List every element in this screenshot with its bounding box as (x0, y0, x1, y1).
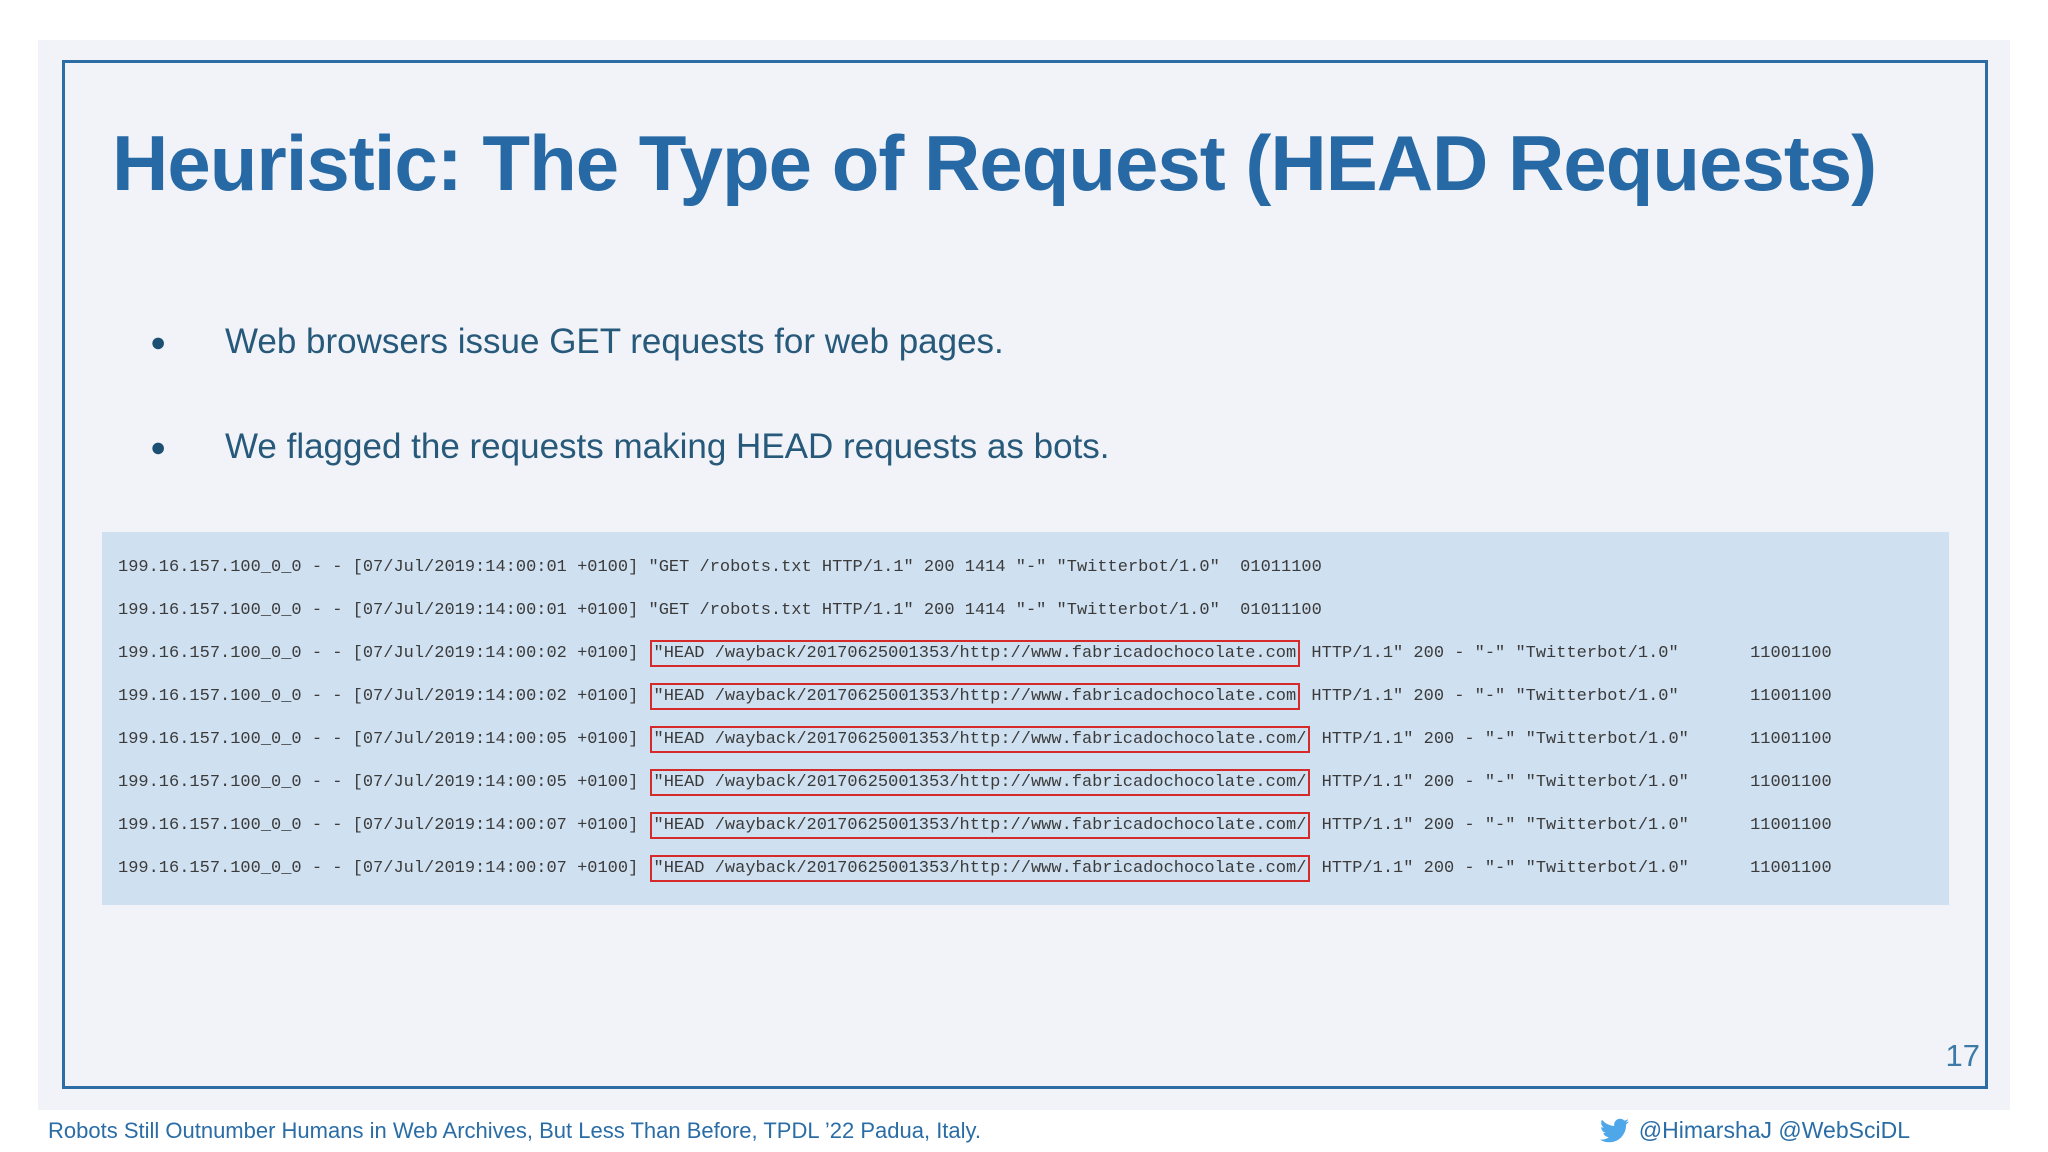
log-line-text: 199.16.157.100_0_0 - - [07/Jul/2019:14:0… (118, 859, 649, 878)
log-highlighted-head-request: "HEAD /wayback/20170625001353/http://www… (649, 812, 1311, 839)
log-box: 199.16.157.100_0_0 - - [07/Jul/2019:14:0… (102, 532, 1949, 905)
log-line-text: HTTP/1.1" 200 - "-" "Twitterbot/1.0" 110… (1311, 730, 1832, 749)
slide-border (62, 60, 1988, 1089)
log-highlighted-head-request: "HEAD /wayback/20170625001353/http://www… (649, 683, 1301, 710)
log-line: 199.16.157.100_0_0 - - [07/Jul/2019:14:0… (118, 589, 1949, 632)
footer-social: @HimarshaJ @WebSciDL (1599, 1116, 1910, 1145)
twitter-bird-icon (1599, 1116, 1629, 1145)
log-highlighted-head-request: "HEAD /wayback/20170625001353/http://www… (649, 640, 1301, 667)
log-line: 199.16.157.100_0_0 - - [07/Jul/2019:14:0… (118, 675, 1949, 718)
log-line-text: 199.16.157.100_0_0 - - [07/Jul/2019:14:0… (118, 816, 649, 835)
log-line-text: HTTP/1.1" 200 - "-" "Twitterbot/1.0" 110… (1311, 816, 1832, 835)
bullet-icon: ● (150, 326, 167, 357)
log-line-text: 199.16.157.100_0_0 - - [07/Jul/2019:14:0… (118, 558, 1322, 577)
log-line: 199.16.157.100_0_0 - - [07/Jul/2019:14:0… (118, 847, 1949, 890)
bullet-item: ● We flagged the requests making HEAD re… (150, 427, 1110, 467)
log-highlighted-head-request: "HEAD /wayback/20170625001353/http://www… (649, 855, 1311, 882)
bullet-text: Web browsers issue GET requests for web … (225, 322, 1004, 361)
footer: Robots Still Outnumber Humans in Web Arc… (0, 1112, 2048, 1152)
footer-citation: Robots Still Outnumber Humans in Web Arc… (48, 1118, 982, 1143)
bullet-item: ● Web browsers issue GET requests for we… (150, 322, 1004, 362)
log-line-text: HTTP/1.1" 200 - "-" "Twitterbot/1.0" 110… (1301, 687, 1832, 706)
log-line-text: 199.16.157.100_0_0 - - [07/Jul/2019:14:0… (118, 773, 649, 792)
log-line: 199.16.157.100_0_0 - - [07/Jul/2019:14:0… (118, 761, 1949, 804)
log-highlighted-head-request: "HEAD /wayback/20170625001353/http://www… (649, 726, 1311, 753)
log-line-text: HTTP/1.1" 200 - "-" "Twitterbot/1.0" 110… (1311, 773, 1832, 792)
log-line-text: HTTP/1.1" 200 - "-" "Twitterbot/1.0" 110… (1311, 859, 1832, 878)
log-line-text: 199.16.157.100_0_0 - - [07/Jul/2019:14:0… (118, 644, 649, 663)
bullet-text: We flagged the requests making HEAD requ… (225, 427, 1110, 466)
twitter-handles: @HimarshaJ @WebSciDL (1638, 1117, 1910, 1143)
slide-title: Heuristic: The Type of Request (HEAD Req… (112, 119, 1877, 207)
log-highlighted-head-request: "HEAD /wayback/20170625001353/http://www… (649, 769, 1311, 796)
log-line: 199.16.157.100_0_0 - - [07/Jul/2019:14:0… (118, 632, 1949, 675)
log-line-text: 199.16.157.100_0_0 - - [07/Jul/2019:14:0… (118, 730, 649, 749)
log-line: 199.16.157.100_0_0 - - [07/Jul/2019:14:0… (118, 718, 1949, 761)
bullet-icon: ● (150, 431, 167, 462)
page-number: 17 (1945, 1038, 1980, 1073)
log-line-text: 199.16.157.100_0_0 - - [07/Jul/2019:14:0… (118, 601, 1322, 620)
log-line: 199.16.157.100_0_0 - - [07/Jul/2019:14:0… (118, 804, 1949, 847)
log-line-text: HTTP/1.1" 200 - "-" "Twitterbot/1.0" 110… (1301, 644, 1832, 663)
log-line: 199.16.157.100_0_0 - - [07/Jul/2019:14:0… (118, 546, 1949, 589)
log-line-text: 199.16.157.100_0_0 - - [07/Jul/2019:14:0… (118, 687, 649, 706)
